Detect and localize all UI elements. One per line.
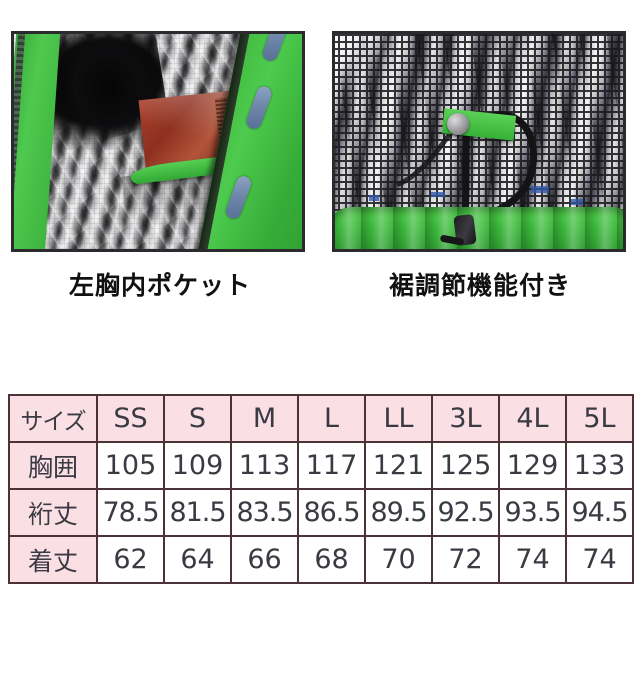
- cell-sleeve-5l: 94.5: [565, 488, 634, 537]
- cell-chest-l: 117: [297, 441, 366, 490]
- blue-speck: [431, 192, 445, 197]
- photo-inner-chest-pocket-content: [14, 34, 302, 249]
- reflective-tab: [260, 34, 290, 63]
- size-table-header-m: M: [230, 394, 299, 443]
- cell-sleeve-ll: 89.5: [364, 488, 433, 537]
- cell-sleeve-ss: 78.5: [96, 488, 165, 537]
- cell-length-4l: 74: [498, 535, 567, 584]
- size-table-header-s: S: [163, 394, 232, 443]
- cell-chest-ll: 121: [364, 441, 433, 490]
- hem-ripple-texture: [335, 207, 623, 249]
- reflective-tab: [244, 84, 274, 131]
- cell-sleeve-3l: 92.5: [431, 488, 500, 537]
- size-table-header-l: L: [297, 394, 366, 443]
- photo-inner-chest-pocket: [11, 31, 305, 252]
- cell-length-m: 66: [230, 535, 299, 584]
- cell-length-3l: 72: [431, 535, 500, 584]
- size-table-header-4l: 4L: [498, 394, 567, 443]
- blue-speck: [571, 199, 583, 205]
- cell-sleeve-4l: 93.5: [498, 488, 567, 537]
- size-table-header-ll: LL: [364, 394, 433, 443]
- cell-length-5l: 74: [565, 535, 634, 584]
- size-table-header-5l: 5L: [565, 394, 634, 443]
- table-row: 着丈 62 64 66 68 70 72 74 74: [8, 535, 634, 584]
- green-hem-band: [335, 207, 623, 249]
- blue-speck: [369, 195, 379, 201]
- cell-chest-ss: 105: [96, 441, 165, 490]
- size-table-header-size: サイズ: [8, 394, 98, 443]
- cell-sleeve-s: 81.5: [163, 488, 232, 537]
- caption-inner-chest-pocket: 左胸内ポケット: [68, 271, 251, 300]
- size-table-header-3l: 3L: [431, 394, 500, 443]
- size-table-header-ss: SS: [96, 394, 165, 443]
- photo-hem-adjuster-content: [335, 34, 623, 249]
- cell-length-ll: 70: [364, 535, 433, 584]
- reflective-tab: [223, 174, 254, 221]
- cell-chest-m: 113: [230, 441, 299, 490]
- cell-length-l: 68: [297, 535, 366, 584]
- cord-lock-icon: [453, 213, 477, 247]
- cell-chest-3l: 125: [431, 441, 500, 490]
- size-table-container: サイズ SS S M L LL 3L 4L 5L 胸囲 105 109 113 …: [8, 394, 634, 584]
- row-label-chest: 胸囲: [8, 441, 98, 490]
- blue-speck: [531, 186, 549, 193]
- row-label-sleeve: 裄丈: [8, 488, 98, 537]
- cell-length-s: 64: [163, 535, 232, 584]
- size-table: サイズ SS S M L LL 3L 4L 5L 胸囲 105 109 113 …: [8, 394, 634, 584]
- cell-sleeve-m: 83.5: [230, 488, 299, 537]
- snap-button-icon: [447, 113, 469, 135]
- cell-chest-s: 109: [163, 441, 232, 490]
- cell-chest-5l: 133: [565, 441, 634, 490]
- cell-chest-4l: 129: [498, 441, 567, 490]
- photo-hem-adjuster: [332, 31, 626, 252]
- zipper-teeth-icon: [14, 34, 27, 249]
- row-label-length: 着丈: [8, 535, 98, 584]
- size-table-header-row: サイズ SS S M L LL 3L 4L 5L: [8, 394, 634, 443]
- table-row: 胸囲 105 109 113 117 121 125 129 133: [8, 441, 634, 490]
- caption-hem-adjuster: 裾調節機能付き: [388, 271, 571, 300]
- product-photo-gallery: [0, 0, 640, 260]
- table-row: 裄丈 78.5 81.5 83.5 86.5 89.5 92.5 93.5 94…: [8, 488, 634, 537]
- cell-sleeve-l: 86.5: [297, 488, 366, 537]
- cell-length-ss: 62: [96, 535, 165, 584]
